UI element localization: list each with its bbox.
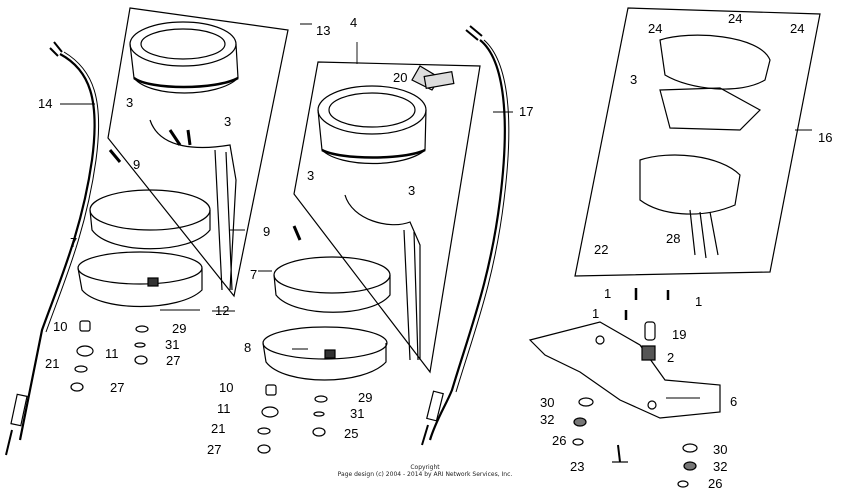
callout-29: 29 [172, 321, 187, 336]
callout-25: 25 [344, 426, 359, 441]
callout-31: 31 [350, 406, 365, 421]
callout-9: 9 [263, 224, 271, 239]
copyright-notice: Page design (c) 2004 - 2014 by ARI Netwo… [337, 471, 513, 478]
callout-23: 23 [570, 459, 585, 474]
callout-32: 32 [713, 459, 728, 474]
callout-3: 3 [307, 168, 315, 183]
callout-13: 13 [316, 23, 331, 38]
callout-3: 3 [630, 72, 638, 87]
callout-26: 26 [708, 476, 723, 491]
callout-11: 11 [217, 401, 231, 416]
callout-16: 16 [818, 130, 833, 145]
callout-26: 26 [552, 433, 567, 448]
callout-27: 27 [207, 442, 222, 457]
callout-2: 2 [667, 350, 675, 365]
label-plate-20 [423, 70, 455, 90]
small-hardware [70, 149, 698, 488]
callout-29: 29 [358, 390, 373, 405]
callout-4: 4 [350, 15, 358, 30]
callout-1: 1 [592, 306, 600, 321]
callout-7: 7 [70, 235, 78, 250]
callout-27: 27 [110, 380, 125, 395]
callout-24: 24 [728, 11, 743, 26]
callout-24: 24 [790, 21, 805, 36]
callout-32: 32 [540, 412, 555, 427]
assembly-box-16 [574, 7, 821, 277]
assembly-box-13 [107, 7, 289, 298]
callout-6: 6 [730, 394, 738, 409]
callout-3: 3 [408, 183, 416, 198]
callout-7: 7 [250, 267, 258, 282]
callout-27: 27 [166, 353, 181, 368]
cable-14 [5, 41, 100, 456]
callout-11: 11 [105, 346, 119, 361]
leader-lines [60, 23, 812, 399]
callout-12: 12 [215, 303, 230, 318]
callout-1: 1 [604, 286, 612, 301]
cable-17 [421, 25, 510, 446]
indicator-assembly-16 [639, 34, 771, 259]
callout-20: 20 [393, 70, 408, 85]
callout-28: 28 [666, 231, 681, 246]
meter-13 [129, 21, 239, 291]
callout-1: 1 [695, 294, 703, 309]
callout-9: 9 [133, 157, 141, 172]
callout-3: 3 [126, 95, 134, 110]
callout-24: 24 [648, 21, 663, 36]
callout-8: 8 [244, 340, 252, 355]
callout-19: 19 [672, 327, 687, 342]
copyright-line: Copyright [410, 464, 440, 471]
callout-30: 30 [713, 442, 728, 457]
callout-30: 30 [540, 395, 555, 410]
callout-10: 10 [219, 380, 234, 395]
meter-4 [317, 65, 441, 361]
callout-10: 10 [53, 319, 68, 334]
callout-17: 17 [519, 104, 534, 119]
case-left [77, 189, 211, 308]
callout-22: 22 [594, 242, 609, 257]
callout-21: 21 [211, 421, 226, 436]
callout-3: 3 [224, 114, 232, 129]
assembly-box-4 [293, 61, 481, 374]
case-center [262, 256, 391, 381]
callout-14: 14 [38, 96, 53, 111]
callout-31: 31 [165, 337, 180, 352]
callout-21: 21 [45, 356, 60, 371]
bracket-6 [528, 321, 721, 419]
